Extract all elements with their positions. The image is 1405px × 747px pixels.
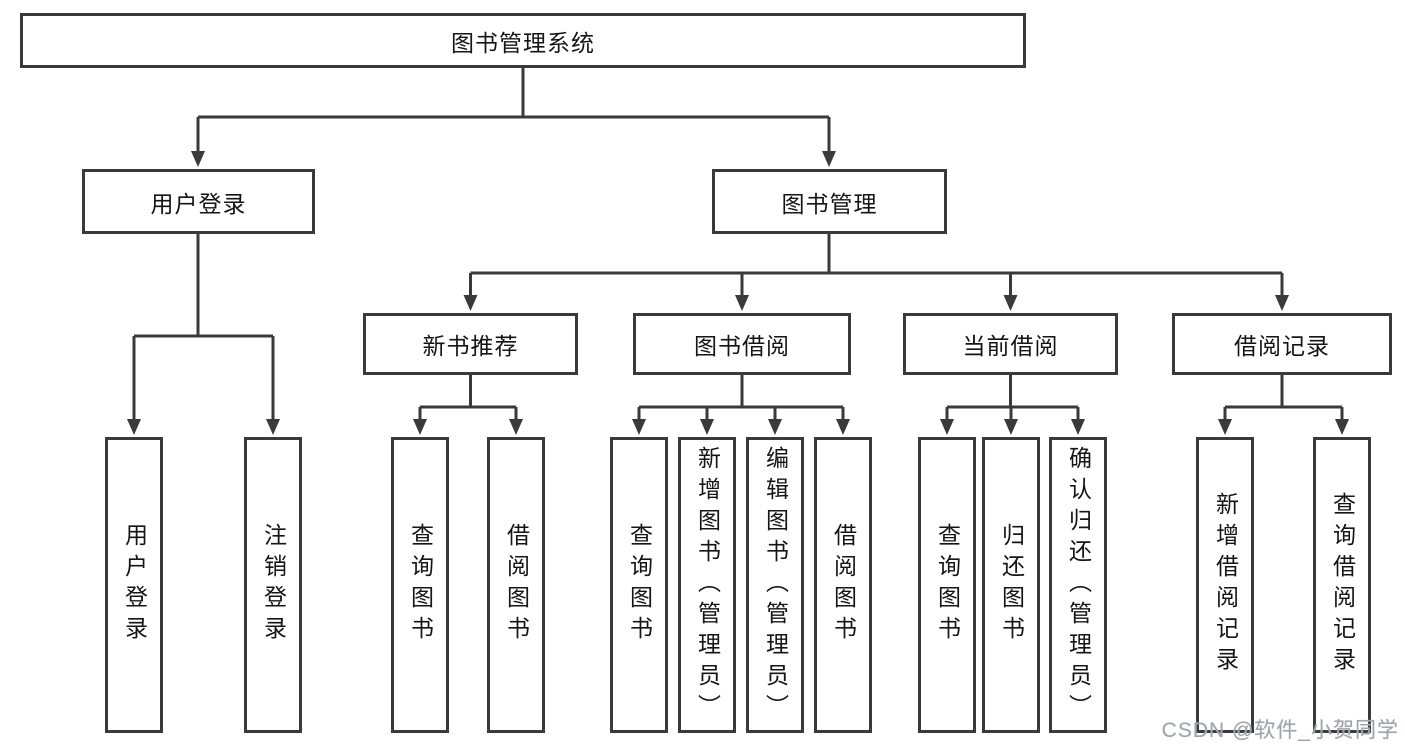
node-leaf-query-book-2: 查询图书 — [610, 437, 668, 733]
node-leaf-borrow-book-2: 借阅图书 — [814, 437, 872, 733]
node-system-root: 图书管理系统 — [20, 13, 1026, 68]
node-leaf-query-borrow-record: 查询借阅记录 — [1313, 437, 1371, 733]
node-book-borrow: 图书借阅 — [633, 313, 851, 375]
node-leaf-logout: 注销登录 — [244, 437, 302, 733]
node-current-borrow: 当前借阅 — [903, 313, 1118, 375]
node-leaf-add-borrow-record: 新增借阅记录 — [1196, 437, 1254, 733]
node-leaf-confirm-return-admin: 确认归还（管理员） — [1049, 437, 1107, 733]
node-new-book-recommend: 新书推荐 — [363, 313, 578, 375]
node-book-management: 图书管理 — [712, 169, 947, 234]
node-leaf-edit-book-admin: 编辑图书（管理员） — [746, 437, 804, 733]
node-leaf-user-login: 用户登录 — [105, 437, 163, 733]
node-leaf-borrow-book-1: 借阅图书 — [487, 437, 545, 733]
node-user-login: 用户登录 — [82, 169, 315, 234]
node-leaf-query-book-1: 查询图书 — [391, 437, 449, 733]
node-leaf-query-book-3: 查询图书 — [918, 437, 976, 733]
node-leaf-return-book: 归还图书 — [982, 437, 1040, 733]
csdn-watermark: CSDN @软件_小贺同学 — [1161, 719, 1399, 742]
node-leaf-add-book-admin: 新增图书（管理员） — [678, 437, 736, 733]
node-borrow-records: 借阅记录 — [1172, 313, 1392, 375]
